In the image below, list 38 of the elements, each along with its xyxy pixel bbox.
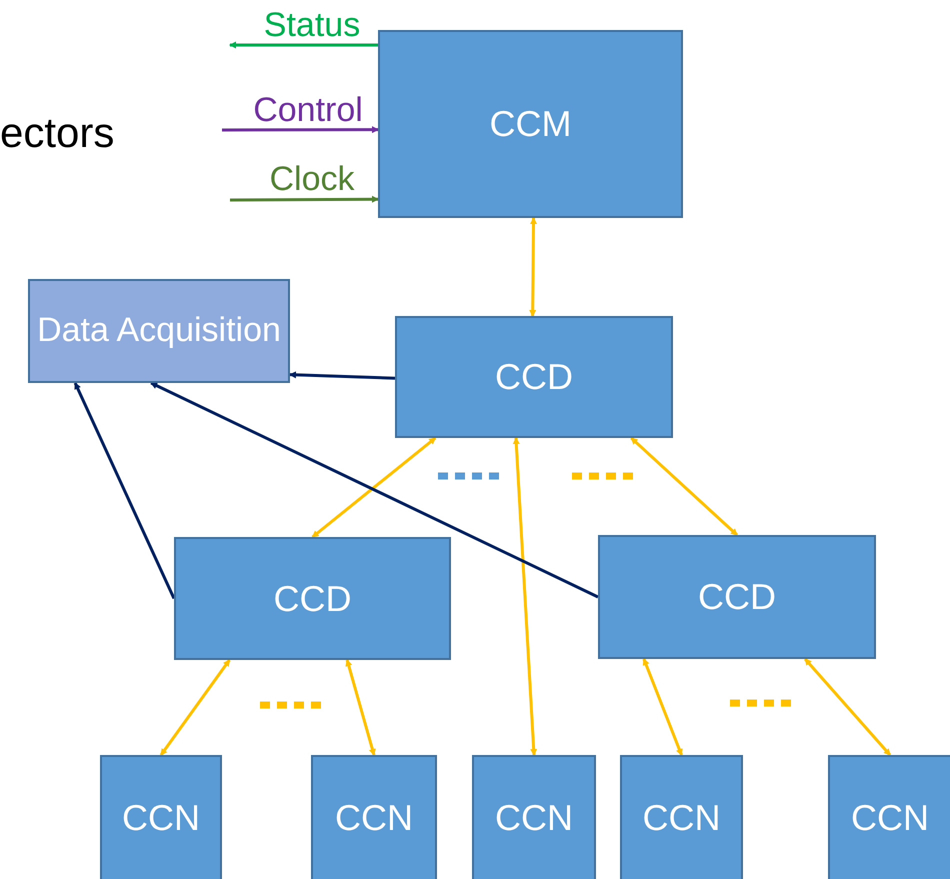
box-label: CCN [495,797,573,839]
arrow [150,382,599,598]
edge-label: Control [253,92,363,127]
arrow [642,658,683,756]
process-box [174,537,451,660]
arrow [804,658,892,756]
process-box [311,755,437,879]
edge-label: Status [264,8,360,42]
box-label: CCN [122,797,200,839]
process-box [395,316,673,438]
process-box [28,279,290,383]
arrow [289,371,396,380]
edge-label: Clock [269,162,355,196]
arrow [74,382,176,600]
process-box [100,755,222,879]
arrow [222,126,379,134]
arrow [345,659,376,756]
process-box [598,535,876,659]
process-box [620,755,743,879]
box-label: CCN [335,797,413,839]
process-box [828,755,950,879]
box-label: CCD [274,578,352,620]
heading-fragment: ectors [0,112,114,154]
box-label: CCN [642,797,720,839]
box-label: CCD [698,576,776,618]
process-box [378,30,683,218]
box-label: CCD [495,356,573,398]
box-label: CCN [851,797,929,839]
box-label: Data Acquisition [37,311,281,351]
process-box [472,755,596,879]
box-label: CCM [490,103,572,145]
arrow [512,437,538,756]
arrow [630,436,738,536]
arrow [312,436,436,538]
arrow [529,217,537,317]
arrow [160,659,231,756]
arrow [229,42,378,48]
arrow [230,196,379,203]
